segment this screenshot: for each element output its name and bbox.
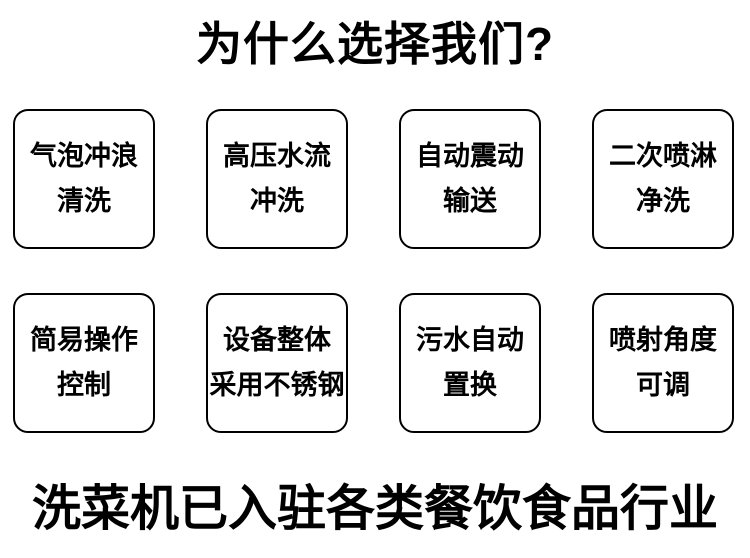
feature-line1: 气泡冲浪	[30, 141, 138, 171]
feature-line1: 高压水流	[223, 141, 331, 171]
feature-line1: 设备整体	[223, 325, 331, 355]
feature-card-bubble-wash: 气泡冲浪 清洗	[13, 109, 155, 249]
feature-line1: 自动震动	[416, 141, 524, 171]
feature-card-easy-control: 简易操作 控制	[13, 293, 155, 433]
feature-card-sewage-replace: 污水自动 置换	[399, 293, 541, 433]
feature-line1: 简易操作	[30, 325, 138, 355]
feature-line2: 输送	[443, 186, 497, 216]
feature-line2: 净洗	[636, 186, 690, 216]
feature-line2: 清洗	[57, 186, 111, 216]
feature-card-high-pressure: 高压水流 冲洗	[206, 109, 348, 249]
feature-card-stainless-steel: 设备整体 采用不锈钢	[206, 293, 348, 433]
feature-row-1: 气泡冲浪 清洗 高压水流 冲洗 自动震动 输送 二次喷淋 净洗	[0, 109, 750, 249]
feature-line2: 采用不锈钢	[209, 370, 345, 400]
feature-line1: 喷射角度	[609, 325, 717, 355]
feature-line1: 二次喷淋	[609, 141, 717, 171]
feature-card-second-spray: 二次喷淋 净洗	[592, 109, 734, 249]
feature-card-spray-angle: 喷射角度 可调	[592, 293, 734, 433]
feature-card-auto-vibrate: 自动震动 输送	[399, 109, 541, 249]
page-title: 为什么选择我们?	[195, 18, 555, 70]
feature-line2: 控制	[57, 370, 111, 400]
footer-title: 洗菜机已入驻各类餐饮食品行业	[31, 482, 718, 536]
feature-line1: 污水自动	[416, 325, 524, 355]
feature-line2: 冲洗	[250, 186, 304, 216]
feature-row-2: 简易操作 控制 设备整体 采用不锈钢 污水自动 置换 喷射角度 可调	[0, 293, 750, 433]
feature-line2: 可调	[636, 370, 690, 400]
feature-line2: 置换	[443, 370, 497, 400]
